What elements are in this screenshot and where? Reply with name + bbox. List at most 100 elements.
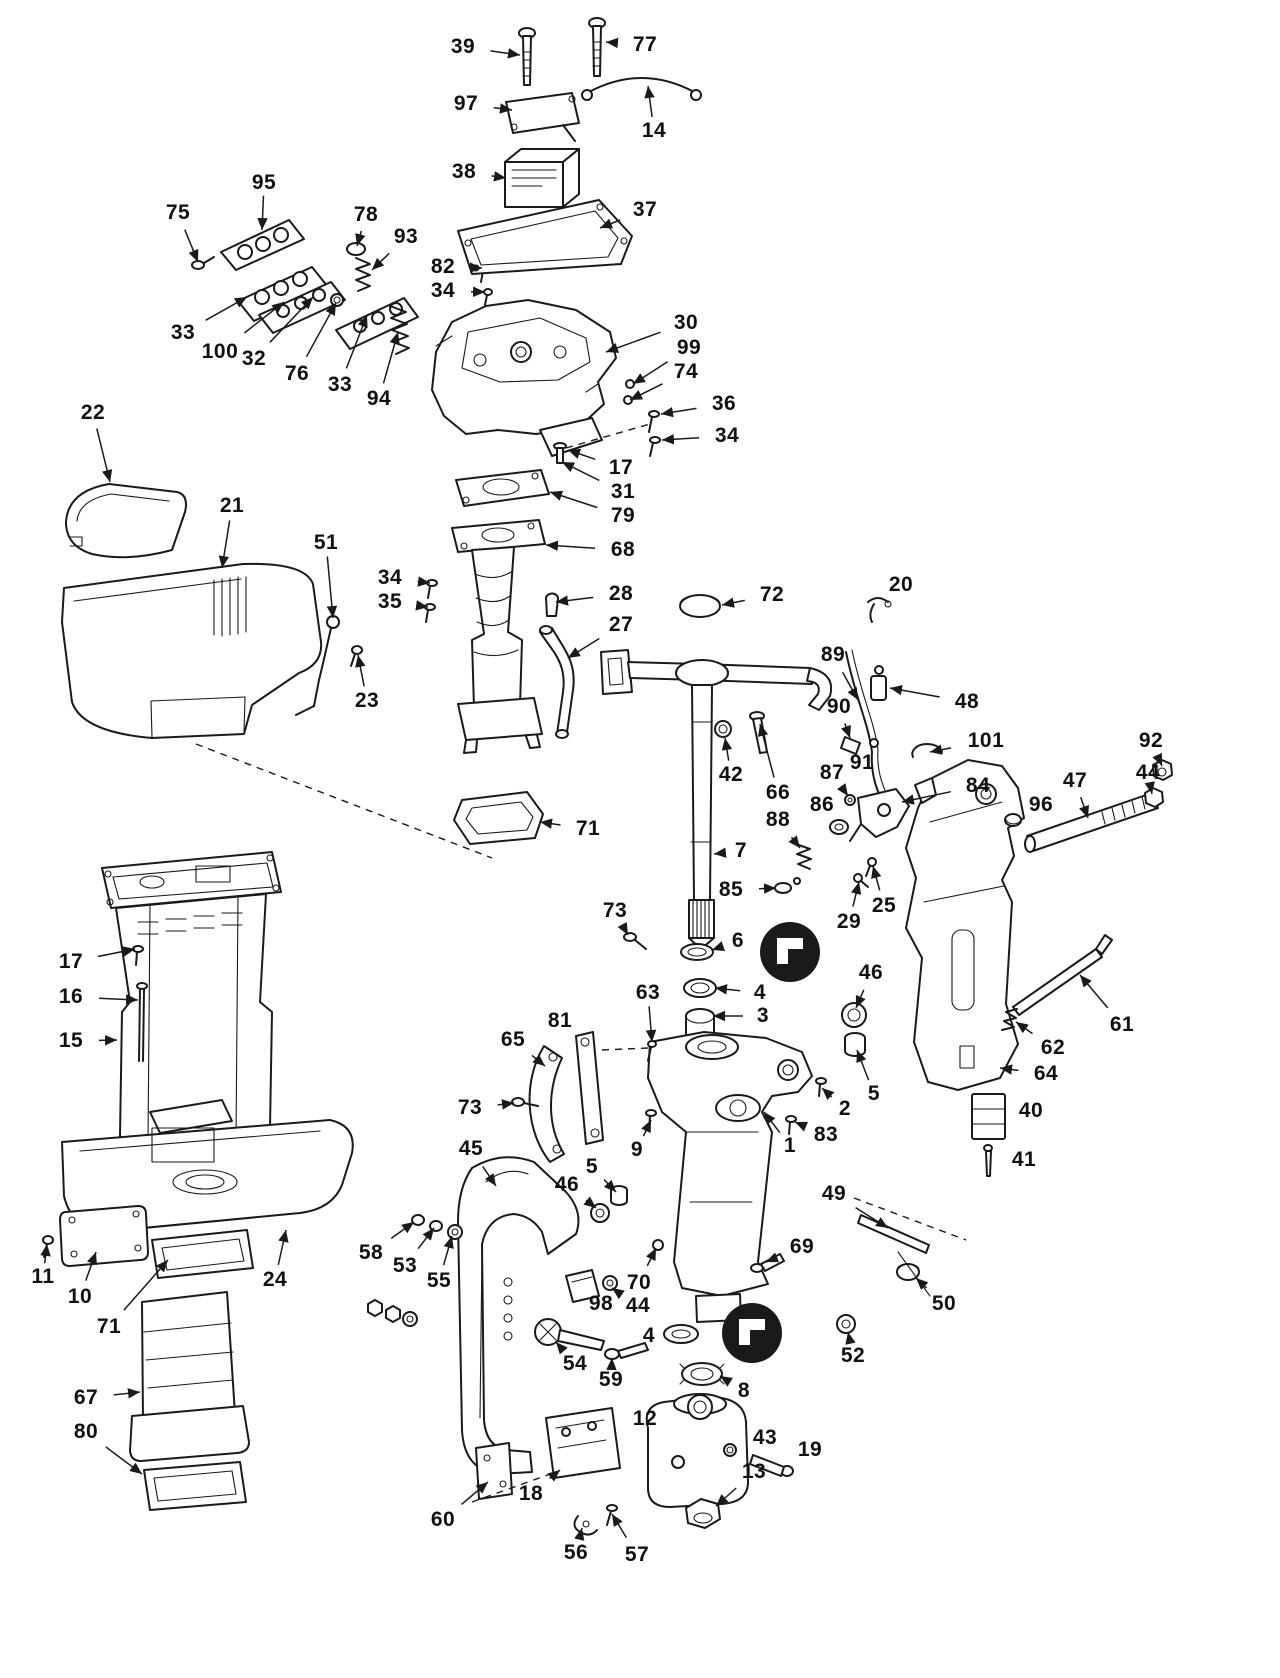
leader-line bbox=[40, 1243, 51, 1264]
leader-line bbox=[531, 1054, 546, 1067]
leader-line bbox=[599, 218, 621, 229]
part-callout-90: 90 bbox=[826, 695, 852, 718]
leader-line bbox=[836, 783, 849, 797]
part-callout-41: 41 bbox=[1011, 1148, 1037, 1171]
leader-line bbox=[644, 85, 655, 118]
leader-lines bbox=[40, 37, 1163, 1541]
leader-line bbox=[417, 1227, 435, 1250]
part-callout-52: 52 bbox=[840, 1344, 866, 1367]
part-callout-70: 70 bbox=[626, 1271, 652, 1294]
part-callout-37: 37 bbox=[632, 198, 658, 221]
part-callout-71: 71 bbox=[96, 1315, 122, 1338]
leader-line bbox=[841, 671, 859, 701]
part-callout-8: 8 bbox=[737, 1379, 751, 1402]
leader-line bbox=[567, 448, 596, 461]
part-callout-15: 15 bbox=[58, 1029, 84, 1052]
leader-line bbox=[617, 921, 629, 936]
part-callout-47: 47 bbox=[1062, 769, 1088, 792]
leader-line bbox=[85, 1251, 97, 1281]
part-callout-17: 17 bbox=[58, 950, 84, 973]
mount-bracket-art bbox=[475, 1407, 621, 1536]
part-callout-78: 78 bbox=[353, 203, 379, 226]
part-callout-86: 86 bbox=[809, 793, 835, 816]
leader-line bbox=[555, 1341, 568, 1355]
leader-line bbox=[97, 946, 136, 958]
part-callout-25: 25 bbox=[871, 894, 897, 917]
leader-line bbox=[605, 331, 661, 353]
leader-line bbox=[257, 195, 268, 231]
leader-line bbox=[821, 1087, 835, 1100]
leader-line bbox=[845, 1331, 856, 1345]
leader-line bbox=[841, 723, 851, 739]
part-callout-44: 44 bbox=[625, 1294, 651, 1317]
part-callout-54: 54 bbox=[562, 1352, 588, 1375]
leader-line bbox=[123, 1259, 169, 1311]
leader-line bbox=[491, 171, 507, 182]
part-callout-6: 6 bbox=[731, 929, 745, 952]
leader-line bbox=[96, 428, 113, 483]
leader-line bbox=[855, 989, 866, 1009]
leader-line bbox=[345, 314, 368, 369]
part-callout-101: 101 bbox=[967, 729, 1005, 752]
part-callout-30: 30 bbox=[673, 311, 699, 334]
part-callout-58: 58 bbox=[358, 1241, 384, 1264]
leader-line bbox=[490, 48, 521, 59]
leader-line bbox=[415, 600, 429, 611]
leader-line bbox=[788, 835, 801, 849]
leader-line bbox=[1015, 1021, 1033, 1035]
leader-line bbox=[326, 556, 338, 619]
leader-line bbox=[269, 296, 314, 343]
part-callout-61: 61 bbox=[1109, 1013, 1135, 1036]
leader-line bbox=[646, 1247, 657, 1267]
leader-line bbox=[1152, 752, 1163, 767]
part-callout-74: 74 bbox=[673, 360, 699, 383]
part-callout-46: 46 bbox=[858, 961, 884, 984]
part-callout-94: 94 bbox=[366, 387, 392, 410]
lower-cover-art bbox=[61, 483, 363, 739]
leader-line bbox=[605, 37, 619, 49]
leader-line bbox=[758, 883, 777, 894]
part-callout-4: 4 bbox=[753, 981, 767, 1004]
part-callout-18: 18 bbox=[518, 1482, 544, 1505]
part-callout-13: 13 bbox=[741, 1460, 767, 1483]
leader-line bbox=[1144, 781, 1155, 795]
part-callout-5: 5 bbox=[867, 1082, 881, 1105]
part-callout-17: 17 bbox=[608, 456, 634, 479]
part-callout-66: 66 bbox=[765, 781, 791, 804]
part-callout-81: 81 bbox=[547, 1009, 573, 1032]
leader-line bbox=[719, 1375, 733, 1387]
leader-line bbox=[603, 1179, 617, 1193]
part-callout-35: 35 bbox=[377, 590, 403, 613]
part-callout-63: 63 bbox=[635, 981, 661, 1004]
steering-arm-art bbox=[600, 594, 892, 950]
part-callout-40: 40 bbox=[1018, 1099, 1044, 1122]
part-callout-69: 69 bbox=[789, 1235, 815, 1258]
leader-line bbox=[355, 654, 366, 687]
part-callout-33: 33 bbox=[327, 373, 353, 396]
part-callout-55: 55 bbox=[426, 1269, 452, 1292]
leader-line bbox=[482, 1165, 497, 1187]
part-callout-75: 75 bbox=[165, 201, 191, 224]
part-callout-38: 38 bbox=[451, 160, 477, 183]
part-callout-39: 39 bbox=[450, 35, 476, 58]
part-callout-19: 19 bbox=[797, 1438, 823, 1461]
part-callout-11: 11 bbox=[31, 1265, 55, 1288]
leader-line bbox=[851, 881, 862, 907]
part-callout-51: 51 bbox=[313, 531, 339, 554]
part-callout-34: 34 bbox=[714, 424, 740, 447]
part-callout-97: 97 bbox=[453, 92, 479, 115]
leader-line bbox=[547, 1469, 561, 1482]
leader-line bbox=[611, 1287, 625, 1300]
part-callout-62: 62 bbox=[1040, 1036, 1066, 1059]
part-callout-21: 21 bbox=[219, 494, 245, 517]
exhaust-housing-art bbox=[42, 851, 354, 1511]
part-callout-42: 42 bbox=[718, 763, 744, 786]
part-callout-29: 29 bbox=[836, 910, 862, 933]
driveshaft-housing-art bbox=[424, 519, 575, 845]
leader-line bbox=[574, 1527, 585, 1541]
part-callout-59: 59 bbox=[598, 1368, 624, 1391]
part-callout-7: 7 bbox=[734, 839, 748, 862]
part-callout-79: 79 bbox=[610, 504, 636, 527]
leader-line bbox=[629, 383, 663, 401]
